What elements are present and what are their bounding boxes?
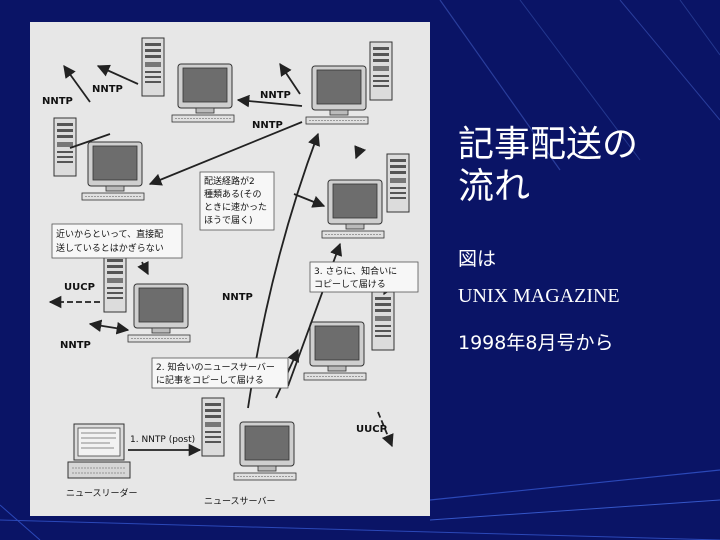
svg-text:送しているとはかぎらない: 送しているとはかぎらない [56, 242, 164, 254]
uucp-label: UUCP [356, 424, 387, 435]
server-upper-left [53, 117, 145, 201]
svg-text:配送経路が2: 配送経路が2 [204, 175, 255, 187]
slide-title: 記事配送の 流れ [458, 124, 708, 208]
svg-text:ほうで届く): ほうで届く) [204, 215, 253, 226]
server-caption: ニュースサーバー [204, 496, 275, 507]
slide-title-line1: 記事配送の [458, 124, 639, 165]
server-bottom [201, 397, 297, 481]
source-magazine: UNIX MAGAZINE [458, 285, 620, 307]
source-intro: 図は [458, 248, 497, 270]
server-top-right [305, 41, 393, 125]
nntp-label: NNTP [60, 340, 91, 351]
note-not-direct: 近いからといって、直接配 送しているとはかぎらない [51, 223, 183, 259]
svg-text:3. さらに、知合いに: 3. さらに、知合いに [314, 265, 397, 277]
note-routes: 配送経路が2 種類ある(その ときに速かった ほうで届く) [199, 171, 275, 231]
source-date: 1998年8月号から [458, 332, 614, 354]
nntp-label: NNTP [92, 84, 123, 95]
svg-text:近いからといって、直接配: 近いからといって、直接配 [56, 228, 163, 240]
note-step2: 2. 知合いのニュースサーバー に記事をコピーして届ける [151, 357, 289, 389]
nntp-label: NNTP [252, 120, 283, 131]
note-step3: 3. さらに、知合いに コピーして届ける [309, 261, 419, 293]
slide-title-line2: 流れ [458, 166, 531, 207]
svg-text:コピーして届ける: コピーして届ける [314, 279, 386, 290]
nntp-label: NNTP [42, 96, 73, 107]
nntp-label: NNTP [222, 292, 253, 303]
svg-text:に記事をコピーして届ける: に記事をコピーして届ける [156, 374, 264, 386]
reader-caption: ニュースリーダー [66, 487, 138, 499]
svg-text:ときに速かった: ときに速かった [204, 202, 267, 213]
server-right-middle [321, 153, 410, 239]
nntp-label: NNTP [260, 90, 291, 101]
uucp-label: UUCP [64, 282, 95, 293]
svg-text:種類ある(その: 種類ある(その [204, 189, 262, 200]
svg-text:2. 知合いのニュースサーバー: 2. 知合いのニュースサーバー [156, 361, 275, 373]
news-reader-laptop [67, 423, 131, 479]
post-label: 1. NNTP (post) [130, 435, 195, 445]
news-delivery-diagram: NNTP NNTP NNTP NNTP NNTP NNTP UUCP UUCP … [30, 22, 430, 516]
server-top-center [141, 37, 235, 123]
